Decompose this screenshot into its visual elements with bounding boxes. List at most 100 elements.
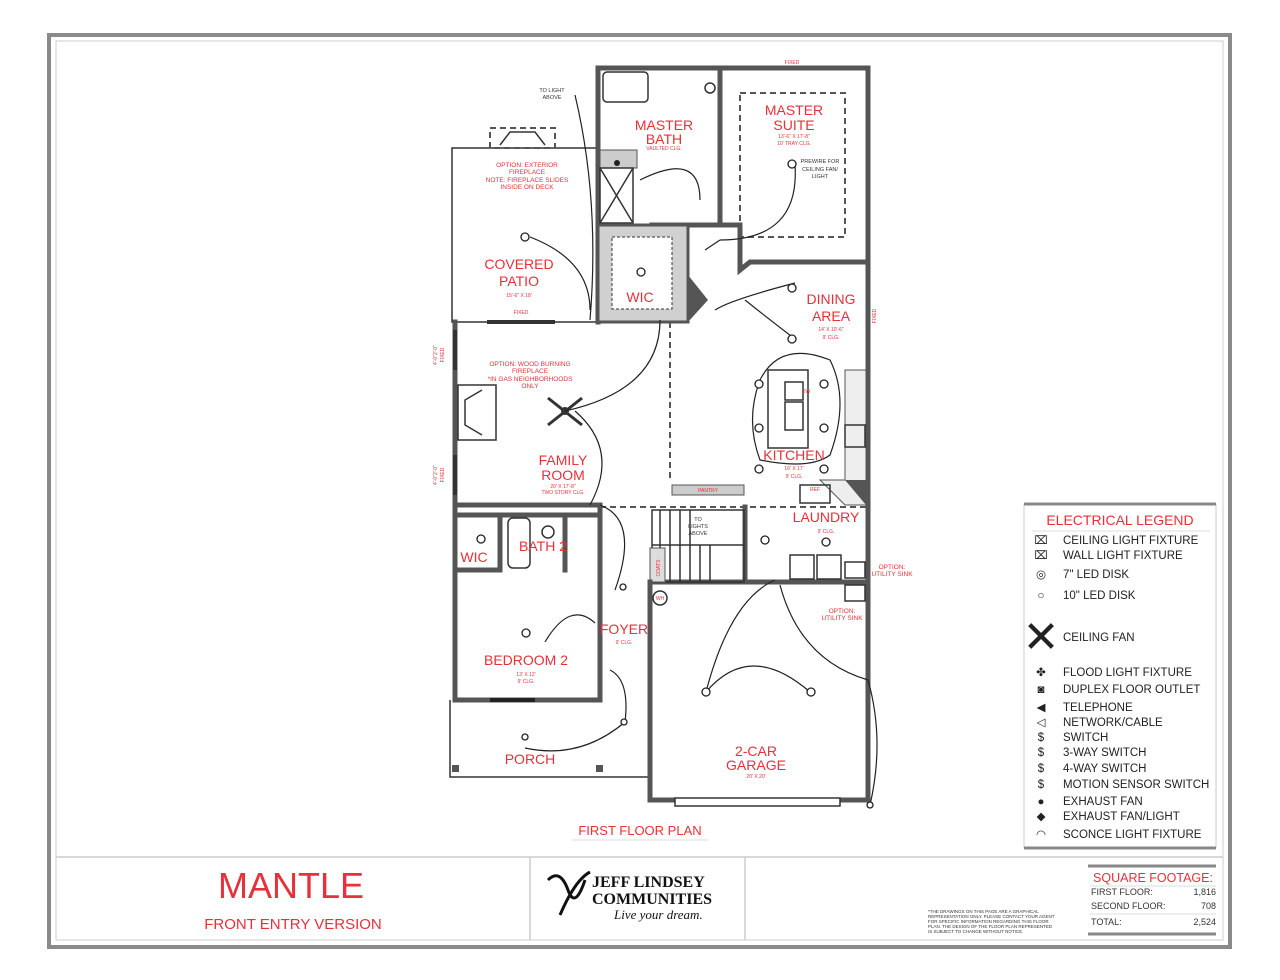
covered-patio-dim: 15'-6" X 18' xyxy=(506,293,531,299)
master-suite-dim: 13'-6" X 17'-8" xyxy=(778,134,810,140)
note-light-above-2: ABOVE xyxy=(543,95,562,101)
light-fixtures xyxy=(476,159,874,809)
note-to-lights-3: ABOVE xyxy=(689,531,708,537)
led-disk-icon xyxy=(819,379,829,389)
legend-item-label: 4-WAY SWITCH xyxy=(1063,763,1146,775)
note-wood-fireplace: OPTION: WOOD BURNING xyxy=(489,361,570,368)
legend-item-label: FLOOD LIGHT FIXTURE xyxy=(1063,667,1192,679)
four-way-switch-icon: $ xyxy=(1038,763,1045,775)
legend-item-label: TELEPHONE xyxy=(1063,702,1133,714)
family-clg: TWO STORY CLG. xyxy=(541,490,584,496)
laundry-clg: 9' CLG. xyxy=(818,529,835,535)
legend-item-label: EXHAUST FAN/LIGHT xyxy=(1063,811,1180,823)
bath-wic-walls xyxy=(452,512,603,573)
room-bath2: BATH 2 xyxy=(519,538,567,554)
tray-ceiling xyxy=(739,92,846,238)
room-master-bath-l2: BATH xyxy=(646,131,682,147)
network-cable-icon: ◁ xyxy=(1037,717,1047,729)
led-disk-icon xyxy=(754,464,764,474)
led-disk-icon xyxy=(701,687,711,697)
svg-text:PLAN. THE DESIGN OF THE FLOOR: PLAN. THE DESIGN OF THE FLOOR PLAN REPRE… xyxy=(928,924,1053,929)
led-disk-icon xyxy=(476,534,486,544)
telephone-icon: ◀ xyxy=(1037,702,1047,714)
fireplace-shape xyxy=(499,131,546,146)
room-family-l1: FAMILY xyxy=(539,452,588,468)
led-disk-icon xyxy=(821,537,831,547)
logo-line1: JEFF LINDSEY xyxy=(592,874,705,891)
sqft-total-label: TOTAL: xyxy=(1091,917,1122,927)
tub xyxy=(602,71,649,103)
family-dim: 20' X 17'-8" xyxy=(550,484,576,490)
exhaust-fan-icon: ● xyxy=(1038,796,1045,808)
sqft-second-value: 708 xyxy=(1201,901,1216,911)
range xyxy=(844,424,866,448)
room-dining-l1: DINING xyxy=(807,291,856,307)
sconce-icon: ◠ xyxy=(1036,829,1046,841)
legend-item-label: 10" LED DISK xyxy=(1063,590,1136,602)
kitchen-island xyxy=(767,369,809,449)
pantry xyxy=(671,484,745,496)
inner-border xyxy=(55,40,1224,941)
foyer-clg: 9' CLG. xyxy=(616,640,633,646)
dryer xyxy=(816,554,842,580)
note-ref: REF xyxy=(810,487,820,493)
refrigerator xyxy=(799,484,831,504)
sqft-total-value: 2,524 xyxy=(1193,917,1216,927)
toilet xyxy=(704,82,716,94)
ceiling-light-icon: ⌧ xyxy=(1034,534,1047,547)
note-window-left-1: 4'-0"2'-0" xyxy=(433,345,439,365)
led-disk-icon xyxy=(760,535,770,545)
legend-item-label: WALL LIGHT FIXTURE xyxy=(1063,550,1183,562)
note-dw: DW xyxy=(802,389,811,395)
exterior-fireplace xyxy=(489,127,556,149)
note-prewire-2: CEILING FAN/ xyxy=(802,167,838,173)
room-covered-patio-l1: COVERED xyxy=(484,256,553,272)
legend-item-label: SCONCE LIGHT FIXTURE xyxy=(1063,829,1202,841)
room-kitchen: KITCHEN xyxy=(763,447,824,463)
wood-fireplace xyxy=(457,384,497,441)
bedroom2-dim: 13' X 12' xyxy=(516,672,535,678)
three-way-switch-icon: $ xyxy=(1038,747,1045,759)
title-block: MANTLE FRONT ENTRY VERSION JEFF LINDSEY … xyxy=(56,856,1223,940)
legend-item-label: DUPLEX FLOOR OUTLET xyxy=(1063,684,1200,696)
company-logo: JEFF LINDSEY COMMUNITIES Live your dream… xyxy=(546,870,712,922)
sqft-second-label: SECOND FLOOR: xyxy=(1091,901,1166,911)
note-window-left-2b: FIXED xyxy=(440,467,446,482)
led-disk-icon xyxy=(754,379,764,389)
legend-item-label: CEILING LIGHT FIXTURE xyxy=(1063,535,1199,547)
logo-tagline: Live your dream. xyxy=(613,907,703,922)
note-window-left-2: 4'-0"2'-0" xyxy=(433,465,439,485)
wall-light-icon xyxy=(620,718,628,726)
legend-item-label: CEILING FAN xyxy=(1063,632,1135,644)
room-master-suite-l2: SUITE xyxy=(773,117,814,133)
note-prewire: PREWIRE FOR xyxy=(801,159,840,165)
room-dining-l2: AREA xyxy=(812,308,851,324)
led-disk-icon xyxy=(787,334,797,344)
bath2-toilet xyxy=(541,525,555,539)
room-garage-l1: 2-CAR xyxy=(735,743,777,759)
note-ext-fireplace-2: FIREPLACE xyxy=(509,169,546,176)
plan-title: FIRST FLOOR PLAN xyxy=(578,823,701,838)
legend-item-label: 7" LED DISK xyxy=(1063,569,1129,581)
svg-text:*THE DRAWINGS ON THIS PAGE ARE: *THE DRAWINGS ON THIS PAGE ARE A GRAPHIC… xyxy=(928,909,1039,914)
bedroom-wing-walls xyxy=(452,502,603,703)
motion-switch-icon: $ xyxy=(1038,779,1045,791)
plan-version: FRONT ENTRY VERSION xyxy=(204,916,382,933)
garage-door[interactable] xyxy=(674,797,841,807)
note-to-lights-2: LIGHTS xyxy=(688,524,708,530)
room-covered-patio-l2: PATIO xyxy=(499,273,539,289)
led-disk-7-icon: ◎ xyxy=(1036,569,1046,581)
note-ext-fireplace: OPTION: EXTERIOR xyxy=(496,162,558,169)
flood-light-icon: ✤ xyxy=(1036,667,1046,679)
room-laundry: LAUNDRY xyxy=(793,509,860,525)
room-bedroom2: BEDROOM 2 xyxy=(484,652,568,668)
led-disk-icon xyxy=(636,267,646,277)
room-garage-l2: GARAGE xyxy=(726,757,786,773)
logo-line2: COMMUNITIES xyxy=(592,891,712,908)
master-bath-dim: VAULTED CLG. xyxy=(646,146,681,152)
led-disk-icon xyxy=(806,687,816,697)
note-wood-fireplace-2: FIREPLACE xyxy=(512,368,549,375)
utility-sink-option-1 xyxy=(844,561,866,579)
note-pantry: PANTRY xyxy=(698,488,718,494)
